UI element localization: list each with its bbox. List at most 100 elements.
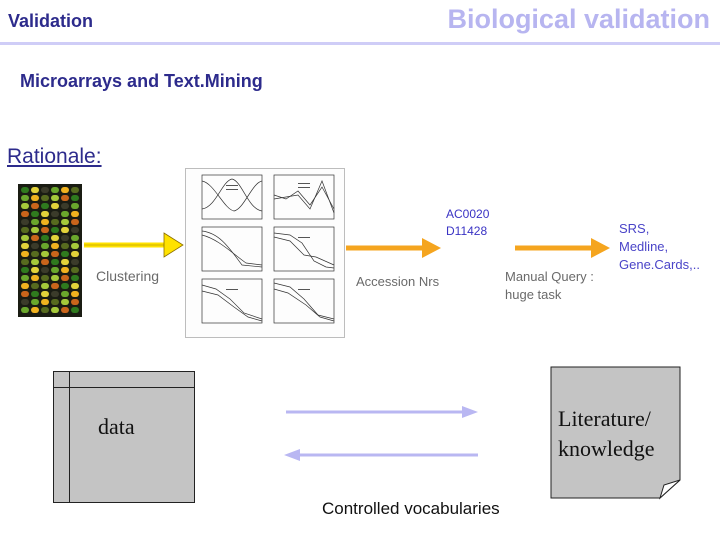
- microarray-spot: [41, 291, 49, 297]
- plot-legend-mark: [298, 187, 310, 188]
- microarray-spot: [71, 283, 79, 289]
- microarray-spot: [21, 259, 29, 265]
- microarray-spot: [41, 259, 49, 265]
- microarray-spot: [71, 211, 79, 217]
- microarray-spot: [61, 235, 69, 241]
- arrow-head-left: [284, 449, 300, 461]
- plot-legend-mark: [298, 289, 310, 290]
- microarray-spot: [21, 235, 29, 241]
- microarray-spot: [21, 251, 29, 257]
- microarray-spot: [41, 203, 49, 209]
- microarray-spot: [71, 195, 79, 201]
- microarray-spot: [51, 187, 59, 193]
- header-divider: [0, 42, 720, 45]
- literature-line: knowledge: [558, 436, 655, 461]
- microarray-spot: [51, 299, 59, 305]
- microarray-spot: [31, 195, 39, 201]
- cluster-plots-icon: [201, 174, 335, 324]
- microarray-spot: [41, 187, 49, 193]
- database-line: Gene.Cards,..: [619, 257, 700, 272]
- microarray-spot: [41, 227, 49, 233]
- plot-curve: [201, 290, 263, 322]
- arrow-head: [422, 238, 441, 258]
- microarray-spot: [61, 299, 69, 305]
- microarray-spot: [31, 211, 39, 217]
- plot-frame: [201, 226, 263, 272]
- microarray-spot: [31, 235, 39, 241]
- microarray-spot: [21, 267, 29, 273]
- microarray-spot: [71, 259, 79, 265]
- header-right-title: Biological validation: [447, 4, 710, 34]
- microarray-spot: [31, 219, 39, 225]
- microarray-spot: [51, 259, 59, 265]
- microarray-spot: [21, 195, 29, 201]
- plot-curve: [201, 180, 263, 212]
- microarray-spot: [21, 275, 29, 281]
- document-fold: [658, 479, 681, 500]
- plot-frame: [273, 226, 335, 272]
- microarray-spot: [61, 307, 69, 313]
- microarray-spot: [41, 299, 49, 305]
- arrow-head: [163, 232, 184, 258]
- literature-label: Literature/ knowledge: [558, 404, 655, 464]
- accession-codes: AC0020 D11428: [446, 206, 489, 240]
- plot-frame: [201, 174, 263, 220]
- microarray-spot: [21, 299, 29, 305]
- microarray-spot: [31, 267, 39, 273]
- plot-legend-mark: [298, 183, 310, 184]
- microarray-spot: [51, 235, 59, 241]
- microarray-spot: [31, 227, 39, 233]
- plot-curve: [273, 236, 335, 266]
- microarray-spot: [41, 211, 49, 217]
- microarray-spot: [71, 219, 79, 225]
- data-box-side: [54, 372, 70, 502]
- microarray-spot: [71, 187, 79, 193]
- microarray-spot: [21, 283, 29, 289]
- microarray-spot: [71, 267, 79, 273]
- microarray-spot: [41, 267, 49, 273]
- double-arrows-icon: [284, 406, 478, 461]
- microarray-spot: [61, 275, 69, 281]
- microarray-spot: [71, 291, 79, 297]
- microarray-spot: [31, 283, 39, 289]
- plot-legend-mark: [298, 237, 310, 238]
- data-box: [53, 371, 195, 503]
- microarray-spot: [21, 187, 29, 193]
- microarray-spot: [41, 251, 49, 257]
- microarray-spot: [51, 251, 59, 257]
- microarray-spot: [71, 299, 79, 305]
- microarray-spot: [61, 251, 69, 257]
- microarray-spot: [71, 251, 79, 257]
- manual-query-line: Manual Query :: [505, 269, 594, 284]
- plot-curve: [201, 230, 263, 268]
- microarray-spot: [61, 203, 69, 209]
- yellow-arrow-icon: [84, 232, 184, 258]
- microarray-spot: [61, 291, 69, 297]
- data-box-header: [54, 372, 194, 388]
- orange-arrow-icon: [346, 238, 441, 258]
- plot-curve: [201, 234, 263, 266]
- microarray-spot: [51, 203, 59, 209]
- microarray-spot: [41, 235, 49, 241]
- microarray-spot: [31, 251, 39, 257]
- cluster-plots-image: [185, 168, 345, 338]
- microarray-spot: [61, 195, 69, 201]
- database-line: Medline,: [619, 239, 669, 254]
- literature-line: Literature/: [558, 406, 651, 431]
- microarray-spot: [41, 307, 49, 313]
- microarray-spot: [71, 235, 79, 241]
- document-icon: [550, 366, 681, 500]
- microarray-spot: [21, 307, 29, 313]
- plot-curve: [273, 282, 335, 320]
- microarray-spot: [51, 227, 59, 233]
- plot-curve: [273, 186, 335, 210]
- microarray-spot: [41, 195, 49, 201]
- microarray-spot: [51, 219, 59, 225]
- microarray-spot: [21, 211, 29, 217]
- databases-label: SRS, Medline, Gene.Cards,..: [619, 220, 700, 274]
- microarray-spot: [21, 291, 29, 297]
- plot-curve: [273, 232, 335, 269]
- data-label: data: [98, 414, 135, 439]
- microarray-spot: [31, 243, 39, 249]
- microarray-spot: [41, 275, 49, 281]
